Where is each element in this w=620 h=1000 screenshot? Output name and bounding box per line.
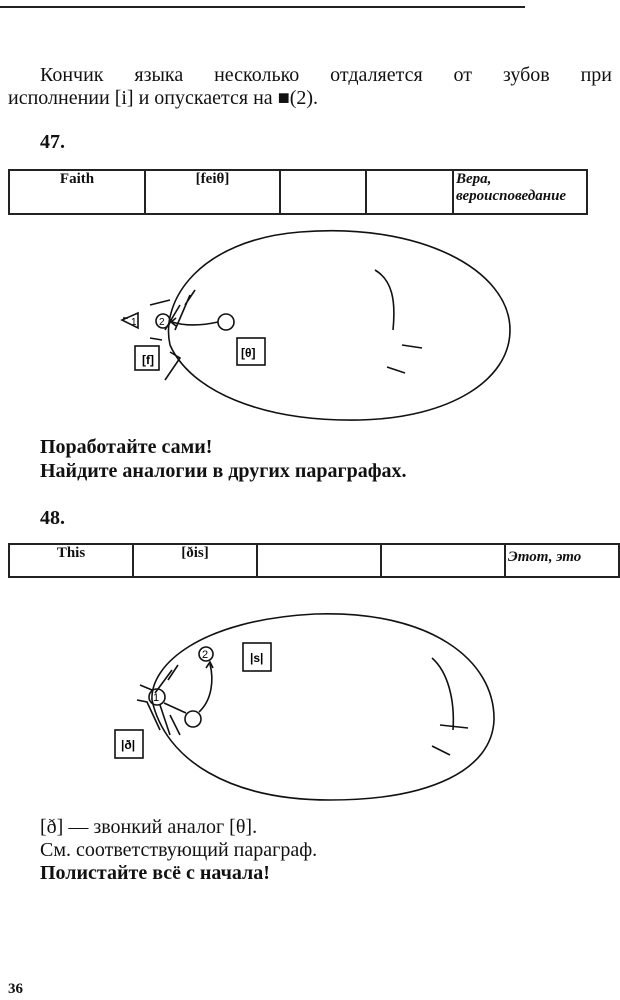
table-row: Faith [feiθ] Вера,вероисповедание [8,169,588,215]
section-47-number: 47. [40,131,65,153]
word-cell: Faith [8,169,146,215]
section-48-number: 48. [40,507,65,529]
word-table-48: This [ðis] Этот, это [8,543,620,578]
exercise-line-1: Поработайте сами! [40,436,213,458]
note-line-1: [ð] — звонкий аналог [θ]. [40,816,258,838]
translation-cell: Вера,вероисповедание [452,169,588,215]
label-1: 1 [131,317,137,328]
tongue-circle [184,710,202,728]
mouth-outline [151,613,495,801]
label-f: [f] [142,353,154,367]
label-2: 2 [202,649,208,661]
exercise-line-2: Найдите аналогии в других параграфах. [40,460,407,482]
mouth-outline [167,230,511,421]
note-line-2: См. соответствующий параграф. [40,839,318,861]
translation-line-1: Вера, [456,171,492,187]
empty-cell [365,169,454,215]
empty-cell [256,543,382,578]
target-point-2 [198,646,214,662]
page-number: 36 [8,981,23,997]
translation-line-2: вероисповедание [456,188,567,204]
label-eth: |ð| [121,738,135,752]
arrow [171,321,219,326]
arrow [163,702,187,714]
word-table-47: Faith [feiθ] Вера,вероисповедание [8,169,588,215]
note-line-3: Полистайте всё с начала! [40,862,270,884]
empty-cell [279,169,367,215]
intro-line-1: Кончик языка несколько отдаляется от зуб… [40,64,612,86]
label-2: 2 [159,317,165,328]
target-point-2 [155,313,171,329]
mouth-diagram-48: 1 2 |s| |ð| [114,613,495,801]
intro-line-2: исполнении [i] и опускается на ■(2). [8,87,319,109]
table-row: This [ðis] Этот, это [8,543,620,578]
translation-cell: Этот, это [504,543,620,578]
label-theta: [θ] [241,346,255,360]
arrow [198,663,213,713]
teeth-triangle [120,311,139,330]
word-cell: This [8,543,134,578]
empty-cell [380,543,506,578]
tongue-tip-point-1 [148,688,166,706]
label-s: |s| [250,651,263,665]
transcription-cell: [feiθ] [144,169,281,215]
transcription-cell: [ðis] [132,543,258,578]
header-rule [0,6,525,8]
mouth-diagram-47: 1 2 [f] [θ] [120,230,511,421]
label-1: 1 [153,692,159,704]
